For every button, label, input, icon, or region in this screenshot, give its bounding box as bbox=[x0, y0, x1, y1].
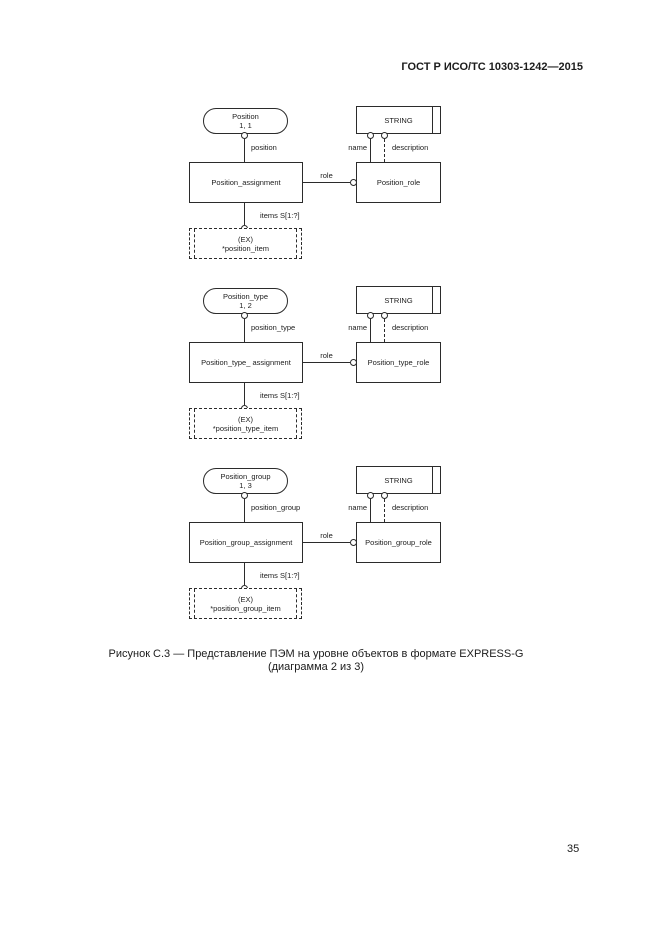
name-connector-circle bbox=[367, 312, 374, 319]
role-entity-box: Position_role bbox=[356, 162, 441, 203]
select-box-ex-label: (EX) bbox=[238, 234, 253, 244]
items-attribute-label: items S[1:?] bbox=[260, 391, 300, 400]
assignment-entity-box: Position_assignment bbox=[189, 162, 303, 203]
page-ref-oval: Position_type 1, 2 bbox=[203, 288, 288, 314]
attribute-line bbox=[244, 499, 245, 522]
description-attribute-line bbox=[384, 139, 385, 162]
string-type-box: STRING bbox=[356, 106, 441, 134]
attribute-connector-circle bbox=[241, 132, 248, 139]
select-box-inset-line-right bbox=[296, 229, 297, 258]
select-type-dashed-box: (EX) *position_type_item bbox=[189, 408, 302, 439]
items-attribute-line bbox=[244, 563, 245, 585]
figure-caption-line1: Рисунок С.3 — Представление ПЭМ на уровн… bbox=[108, 648, 524, 660]
assignment-entity-label: Position_group_assignment bbox=[199, 538, 293, 547]
page-ref-oval: Position_group 1, 3 bbox=[203, 468, 288, 494]
description-attribute-label: description bbox=[392, 323, 429, 332]
select-box-inset-line-left bbox=[194, 589, 195, 618]
attribute-line bbox=[244, 139, 245, 162]
assignment-entity-box: Position_type_ assignment bbox=[189, 342, 303, 383]
role-entity-box: Position_type_role bbox=[356, 342, 441, 383]
description-attribute-label: description bbox=[392, 503, 429, 512]
role-entity-box: Position_group_role bbox=[356, 522, 441, 563]
select-type-dashed-box: (EX) *position_item bbox=[189, 228, 302, 259]
string-type-frame: STRING bbox=[356, 106, 441, 134]
description-attribute-line bbox=[384, 499, 385, 522]
description-attribute-label: description bbox=[392, 143, 429, 152]
description-attribute-line bbox=[384, 319, 385, 342]
select-box-item-label: *position_item bbox=[221, 243, 270, 253]
name-attribute-label: name bbox=[348, 143, 367, 152]
oval-page-ref: 1, 1 bbox=[239, 121, 252, 130]
figure-caption: Рисунок С.3 — Представление ПЭМ на уровн… bbox=[0, 648, 632, 674]
document-title: ГОСТ Р ИСО/ТС 10303-1242—2015 bbox=[401, 61, 583, 73]
attribute-label: position_type bbox=[251, 323, 296, 332]
items-attribute-label: items S[1:?] bbox=[260, 571, 300, 580]
items-attribute-label: items S[1:?] bbox=[260, 211, 300, 220]
select-box-inset-line-right bbox=[296, 409, 297, 438]
assignment-entity-label: Position_type_ assignment bbox=[201, 358, 291, 367]
name-attribute-line bbox=[370, 319, 371, 342]
name-attribute-label: name bbox=[348, 323, 367, 332]
string-type-divider bbox=[432, 106, 433, 134]
select-box-ex-label: (EX) bbox=[238, 594, 253, 604]
diagram-block-position-type: Position_type 1, 2 position_type Positio… bbox=[0, 286, 661, 468]
string-type-box: STRING bbox=[356, 286, 441, 314]
role-attribute-line bbox=[303, 362, 350, 363]
string-type-frame: STRING bbox=[356, 286, 441, 314]
oval-title: Position bbox=[232, 112, 259, 121]
oval-title: Position_type bbox=[222, 292, 269, 301]
role-attribute-label: role bbox=[320, 171, 333, 180]
attribute-line bbox=[244, 319, 245, 342]
diagram-block-position-group: Position_group 1, 3 position_group Posit… bbox=[0, 466, 661, 648]
string-type-label: STRING bbox=[384, 295, 413, 305]
role-entity-label: Position_group_role bbox=[365, 538, 432, 547]
oval-page-ref: 1, 2 bbox=[239, 301, 252, 310]
select-box-inset-line-left bbox=[194, 409, 195, 438]
string-type-divider bbox=[432, 286, 433, 314]
string-type-label: STRING bbox=[384, 475, 413, 485]
description-connector-circle bbox=[381, 312, 388, 319]
attribute-connector-circle bbox=[241, 492, 248, 499]
name-connector-circle bbox=[367, 492, 374, 499]
oval-page-ref: 1, 3 bbox=[239, 481, 252, 490]
select-box-item-label: *position_group_item bbox=[210, 603, 281, 613]
attribute-label: position_group bbox=[251, 503, 301, 512]
figure-caption-line2: (диаграмма 2 из 3) bbox=[267, 661, 365, 673]
attribute-label: position bbox=[251, 143, 277, 152]
items-attribute-line bbox=[244, 383, 245, 405]
string-type-divider bbox=[432, 466, 433, 494]
diagram-block-position: Position 1, 1 position Position_assignme… bbox=[0, 106, 661, 288]
name-attribute-line bbox=[370, 499, 371, 522]
name-attribute-line bbox=[370, 139, 371, 162]
select-box-item-label: *position_type_item bbox=[212, 423, 279, 433]
role-entity-label: Position_type_role bbox=[367, 358, 430, 367]
name-connector-circle bbox=[367, 132, 374, 139]
string-type-label: STRING bbox=[384, 115, 413, 125]
select-box-inset-line-left bbox=[194, 229, 195, 258]
role-attribute-line bbox=[303, 182, 350, 183]
description-connector-circle bbox=[381, 132, 388, 139]
attribute-connector-circle bbox=[241, 312, 248, 319]
page-ref-oval: Position 1, 1 bbox=[203, 108, 288, 134]
description-connector-circle bbox=[381, 492, 388, 499]
role-attribute-line bbox=[303, 542, 350, 543]
role-attribute-label: role bbox=[320, 351, 333, 360]
select-type-dashed-box: (EX) *position_group_item bbox=[189, 588, 302, 619]
string-type-box: STRING bbox=[356, 466, 441, 494]
assignment-entity-label: Position_assignment bbox=[211, 178, 281, 187]
name-attribute-label: name bbox=[348, 503, 367, 512]
page-number: 35 bbox=[567, 843, 580, 855]
role-entity-label: Position_role bbox=[376, 178, 421, 187]
string-type-frame: STRING bbox=[356, 466, 441, 494]
items-attribute-line bbox=[244, 203, 245, 225]
oval-title: Position_group bbox=[220, 472, 271, 481]
select-box-ex-label: (EX) bbox=[238, 414, 253, 424]
select-box-inset-line-right bbox=[296, 589, 297, 618]
assignment-entity-box: Position_group_assignment bbox=[189, 522, 303, 563]
role-attribute-label: role bbox=[320, 531, 333, 540]
